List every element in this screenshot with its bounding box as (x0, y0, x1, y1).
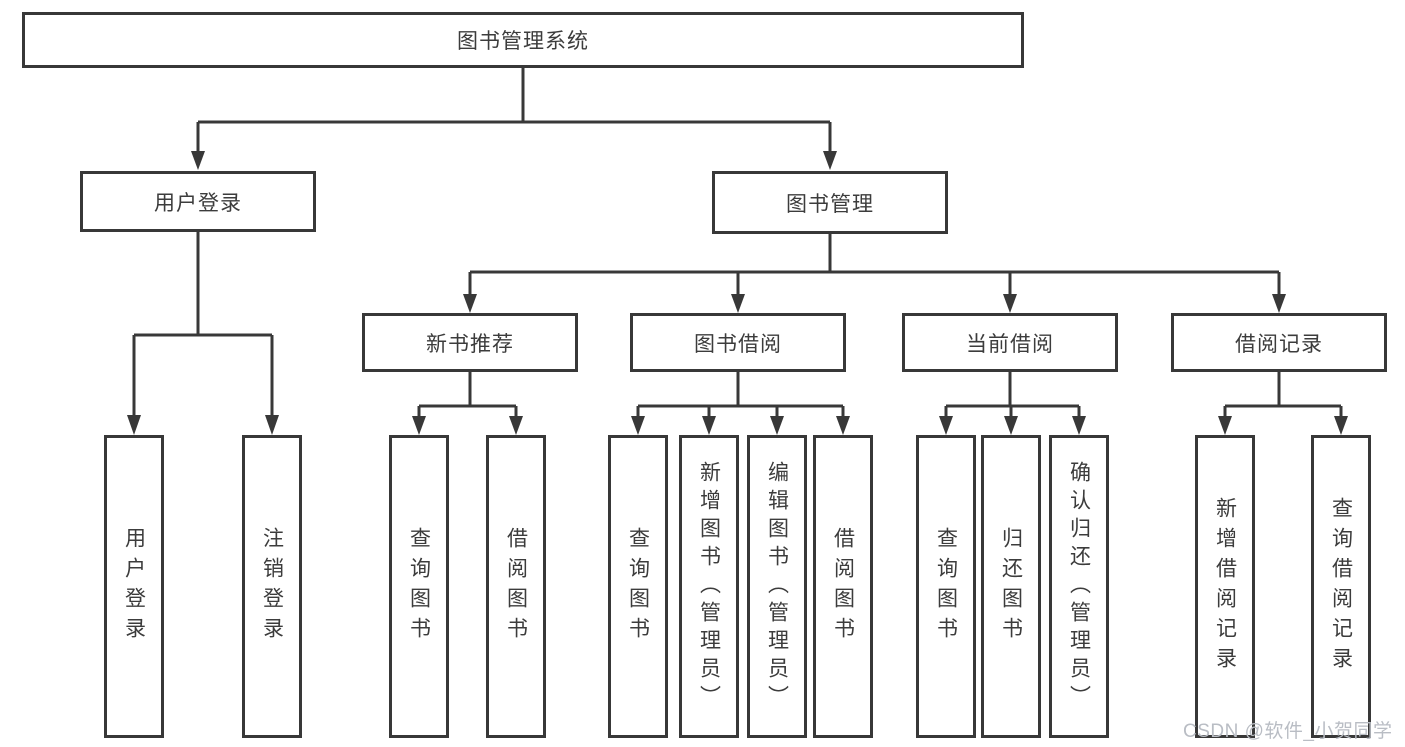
leaf-query-books-borrowing: 查询图书 (608, 435, 668, 738)
node-book-borrowing: 图书借阅 (630, 313, 846, 372)
leaf-borrow-books-borrowing: 借阅图书 (813, 435, 873, 738)
leaf-add-borrow-record: 新增借阅记录 (1195, 435, 1255, 738)
node-book-management-system: 图书管理系统 (22, 12, 1024, 68)
leaf-logout: 注销登录 (242, 435, 302, 738)
csdn-watermark: CSDN @软件_小贺同学 (1183, 721, 1393, 742)
node-user-login: 用户登录 (80, 171, 316, 232)
node-book-management: 图书管理 (712, 171, 948, 234)
node-new-book-recommendation: 新书推荐 (362, 313, 578, 372)
leaf-query-books-current: 查询图书 (916, 435, 976, 738)
node-current-borrowing: 当前借阅 (902, 313, 1118, 372)
leaf-user-login: 用户登录 (104, 435, 164, 738)
leaf-confirm-return-admin: 确认归还（管理员） (1049, 435, 1109, 738)
leaf-query-books-recommend: 查询图书 (389, 435, 449, 738)
leaf-borrow-books-recommend: 借阅图书 (486, 435, 546, 738)
leaf-query-borrow-record: 查询借阅记录 (1311, 435, 1371, 738)
leaf-add-books-admin: 新增图书（管理员） (679, 435, 739, 738)
leaf-edit-books-admin: 编辑图书（管理员） (747, 435, 807, 738)
node-borrowing-records: 借阅记录 (1171, 313, 1387, 372)
leaf-return-books: 归还图书 (981, 435, 1041, 738)
